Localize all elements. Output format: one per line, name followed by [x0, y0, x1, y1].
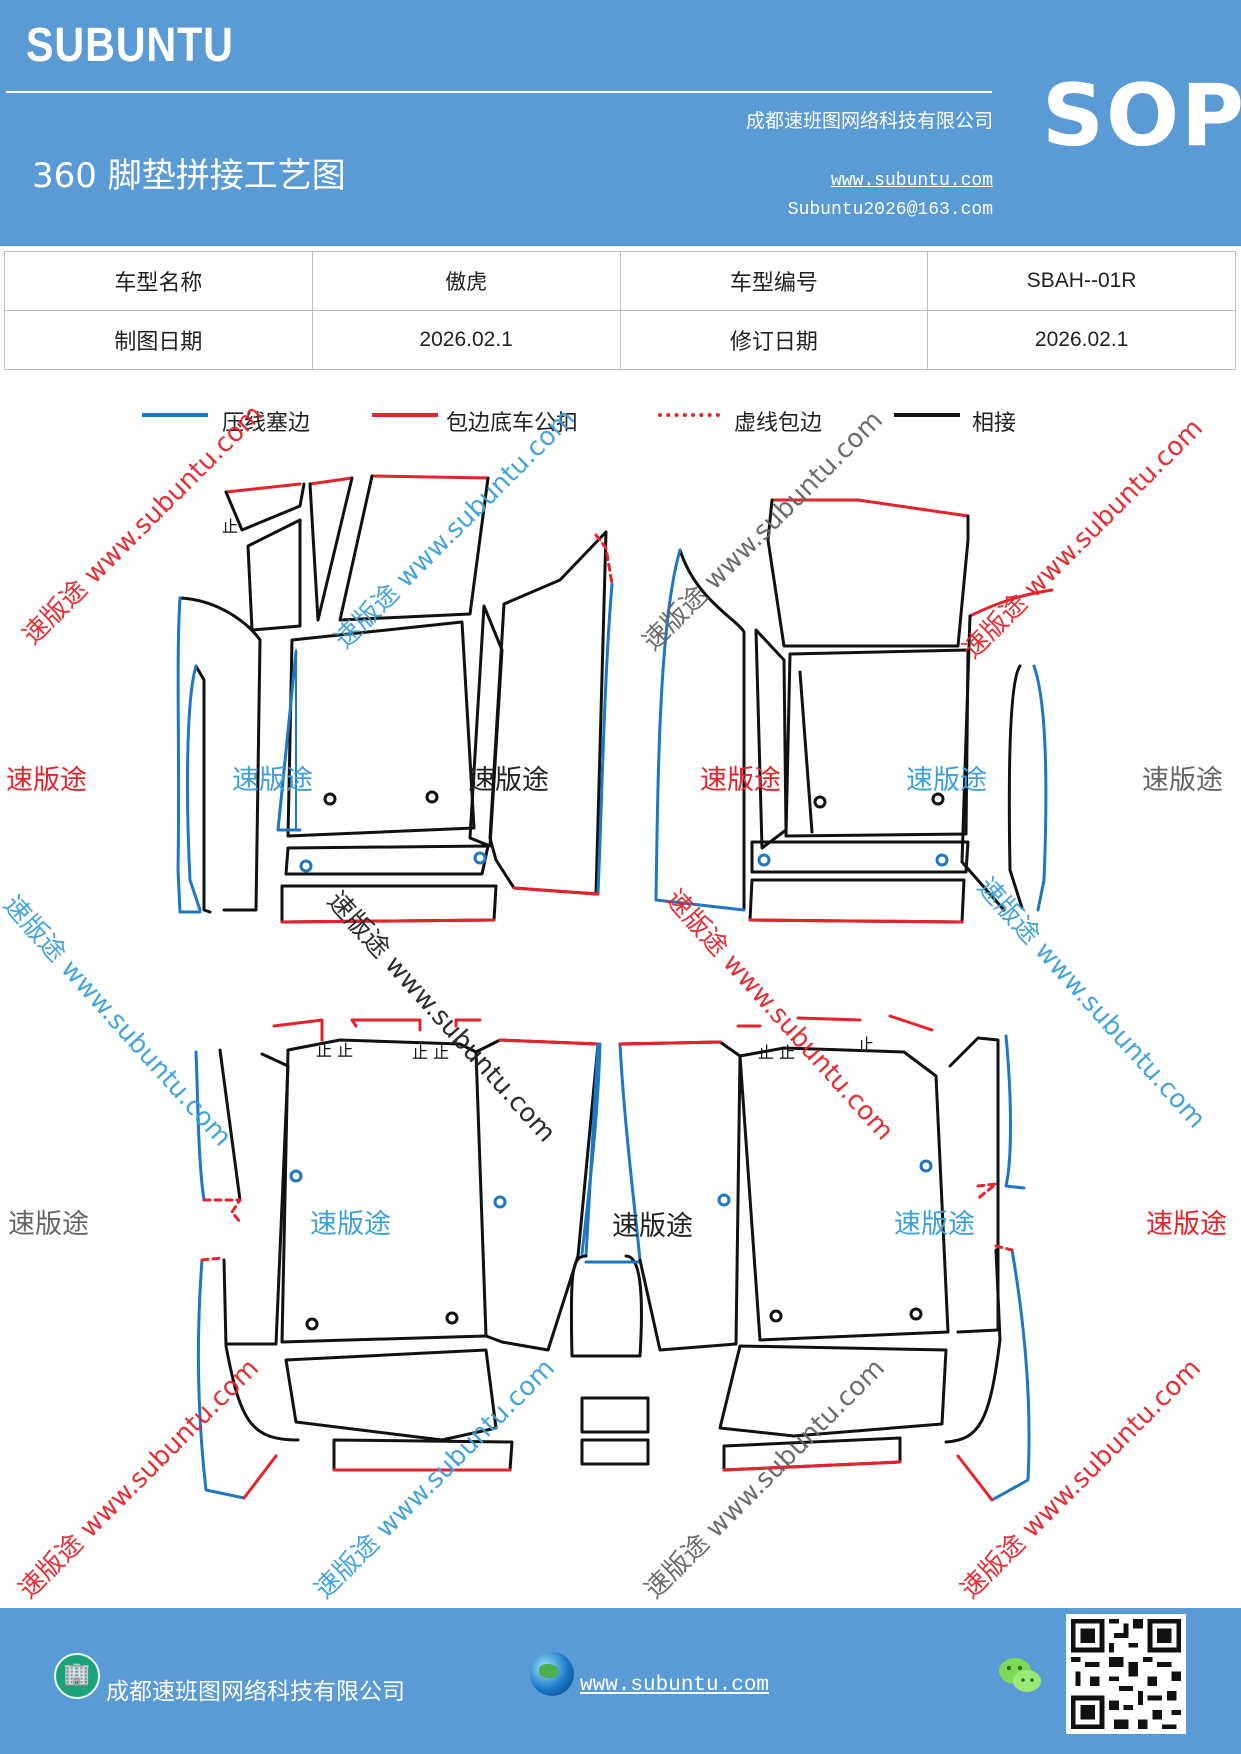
- header-banner: SUBUNTU 成都速班图网络科技有限公司 360 脚垫拼接工艺图 www.su…: [0, 0, 1241, 246]
- watermark-label: 速版途: [612, 1211, 693, 1242]
- sop-badge: SOP: [1042, 66, 1241, 166]
- model-code-value: SBAH--01R: [927, 251, 1236, 311]
- table-row: 车型名称 傲虎 车型编号 SBAH--01R: [4, 251, 1236, 311]
- qr-code: [1066, 1614, 1186, 1734]
- revise-date-value: 2026.02.1: [927, 310, 1236, 370]
- floor-mat-diagram: 止: [176, 474, 1054, 1502]
- draw-date-label: 制图日期: [4, 310, 313, 370]
- building-icon: 🏢: [54, 1653, 100, 1699]
- svg-text:止 止: 止 止: [758, 1043, 795, 1062]
- legend-label: 相接: [972, 411, 1017, 436]
- brand-logo: SUBUNTU: [26, 19, 234, 72]
- svg-text:止: 止: [222, 517, 238, 536]
- model-name-value: 傲虎: [311, 251, 621, 311]
- header-divider: [6, 91, 992, 93]
- wechat-icon[interactable]: [996, 1654, 1044, 1698]
- legend-swatch-red-dotted: [658, 413, 720, 417]
- model-name-label: 车型名称: [4, 251, 313, 311]
- watermark-label: 速版途: [310, 1209, 391, 1240]
- legend-label: 虚线包边: [734, 411, 823, 436]
- table-row: 制图日期 2026.02.1 修订日期 2026.02.1: [4, 310, 1236, 370]
- footer-company: 成都速班图网络科技有限公司: [106, 1679, 405, 1705]
- website-link[interactable]: www.subuntu.com: [830, 171, 993, 191]
- footer-website-link[interactable]: www.subuntu.com: [580, 1674, 770, 1697]
- watermark-label: 速版途: [8, 1209, 89, 1240]
- watermark-label: 速版途: [1146, 1209, 1227, 1240]
- legend-swatch-blue: [142, 413, 208, 417]
- legend-swatch-black: [894, 413, 960, 417]
- watermark-label: 速版途: [468, 765, 549, 796]
- legend-label: 压线塞边: [222, 411, 311, 436]
- email-address: Subuntu2026@163.com: [787, 200, 993, 220]
- legend-label: 包边底车公扣: [446, 411, 579, 436]
- draw-date-value: 2026.02.1: [311, 310, 621, 370]
- mat-outlines: 止: [176, 474, 1054, 1502]
- svg-text:止 止: 止 止: [412, 1043, 449, 1062]
- watermark-label: 速版途: [6, 765, 87, 796]
- model-code-label: 车型编号: [619, 251, 929, 311]
- svg-text:止 止: 止 止: [316, 1041, 353, 1060]
- watermark-label: 速版途: [700, 765, 781, 796]
- globe-icon: [530, 1652, 574, 1696]
- revise-date-label: 修订日期: [619, 310, 929, 370]
- watermark-label: 速版途: [232, 765, 313, 796]
- watermark-label: 速版途: [894, 1209, 975, 1240]
- company-name: 成都速班图网络科技有限公司: [745, 110, 993, 132]
- legend-swatch-red: [372, 413, 438, 417]
- document-title: 360 脚垫拼接工艺图: [32, 156, 346, 196]
- watermark-label: 速版途: [906, 765, 987, 796]
- footer-banner: 🏢 成都速班图网络科技有限公司 www.subuntu.com: [0, 1608, 1241, 1754]
- watermark-label: 速版途: [1142, 765, 1223, 796]
- svg-text:止: 止: [858, 1035, 874, 1054]
- info-table: 车型名称 傲虎 车型编号 SBAH--01R 制图日期 2026.02.1 修订…: [4, 251, 1236, 370]
